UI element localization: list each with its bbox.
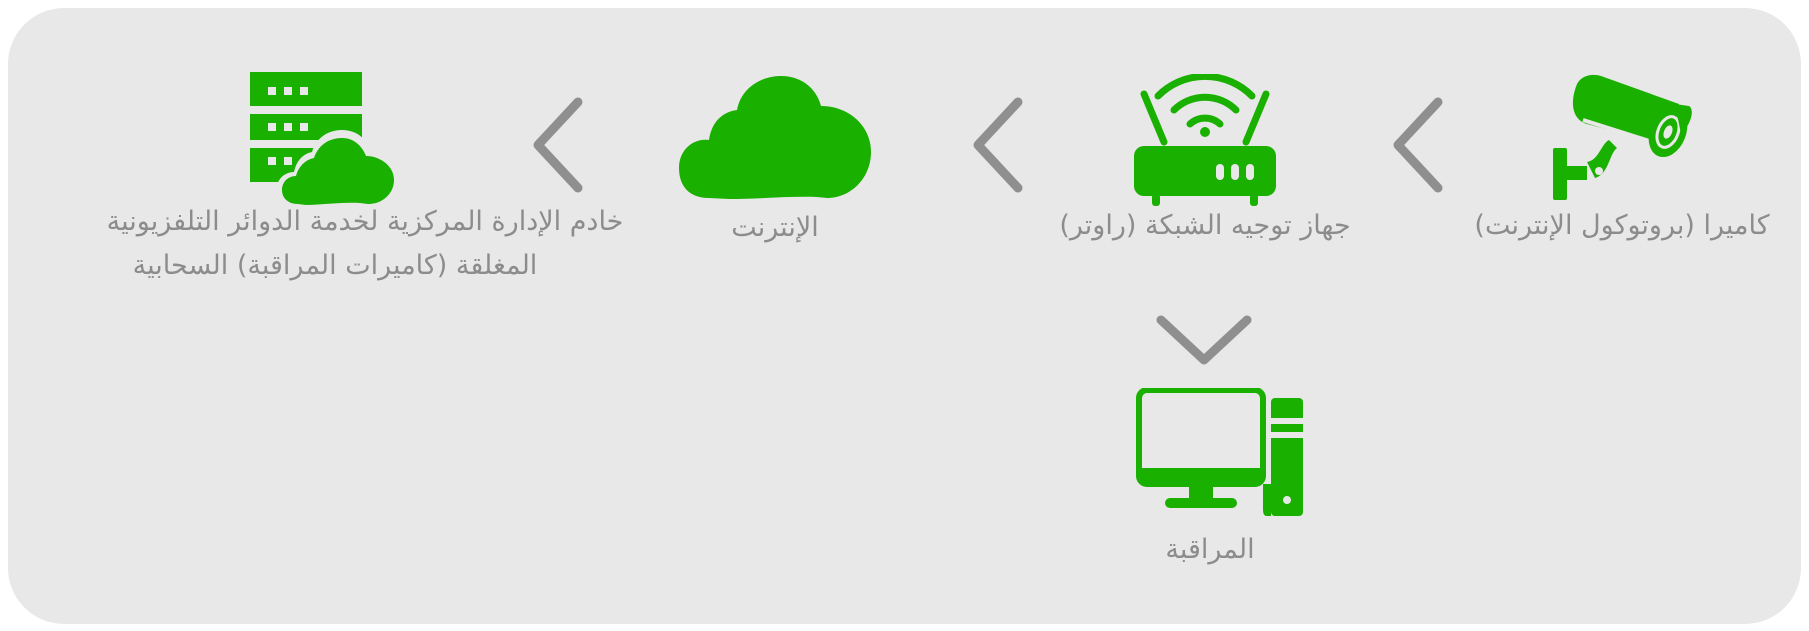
cctv-camera-icon bbox=[1547, 74, 1697, 204]
cloud-icon bbox=[679, 76, 871, 202]
server-label-line1: خادم الإدارة المركزية لخدمة الدوائر التل… bbox=[106, 206, 624, 237]
server-label-line2: المغلقة (كاميرات المراقبة) السحابية bbox=[132, 250, 538, 281]
arrow-camera-to-router bbox=[1390, 96, 1446, 194]
node-internet: الإنترنت bbox=[640, 76, 910, 250]
monitor-label: المراقبة bbox=[1165, 534, 1255, 565]
cloud-server-icon bbox=[250, 72, 400, 212]
arrow-router-to-monitor bbox=[1155, 312, 1253, 368]
desktop-computer-icon bbox=[1135, 388, 1305, 518]
arrow-router-to-internet bbox=[970, 96, 1026, 194]
chevron-down-icon bbox=[1155, 312, 1253, 368]
node-router: جهاز توجيه الشبكة (راوتر) bbox=[1040, 74, 1370, 248]
camera-label: كاميرا (بروتوكول الإنترنت) bbox=[1474, 210, 1770, 241]
chevron-left-icon bbox=[1390, 96, 1446, 194]
node-monitor: المراقبة bbox=[1100, 388, 1320, 572]
diagram-panel bbox=[8, 8, 1801, 624]
router-label: جهاز توجيه الشبكة (راوتر) bbox=[1059, 210, 1351, 241]
chevron-left-icon bbox=[970, 96, 1026, 194]
node-server: خادم الإدارة المركزية لخدمة الدوائر التل… bbox=[40, 72, 690, 288]
arrow-internet-to-server bbox=[530, 96, 586, 194]
internet-label: الإنترنت bbox=[731, 212, 819, 243]
node-camera: كاميرا (بروتوكول الإنترنت) bbox=[1452, 74, 1792, 248]
wifi-router-icon bbox=[1130, 74, 1280, 210]
chevron-left-icon bbox=[530, 96, 586, 194]
